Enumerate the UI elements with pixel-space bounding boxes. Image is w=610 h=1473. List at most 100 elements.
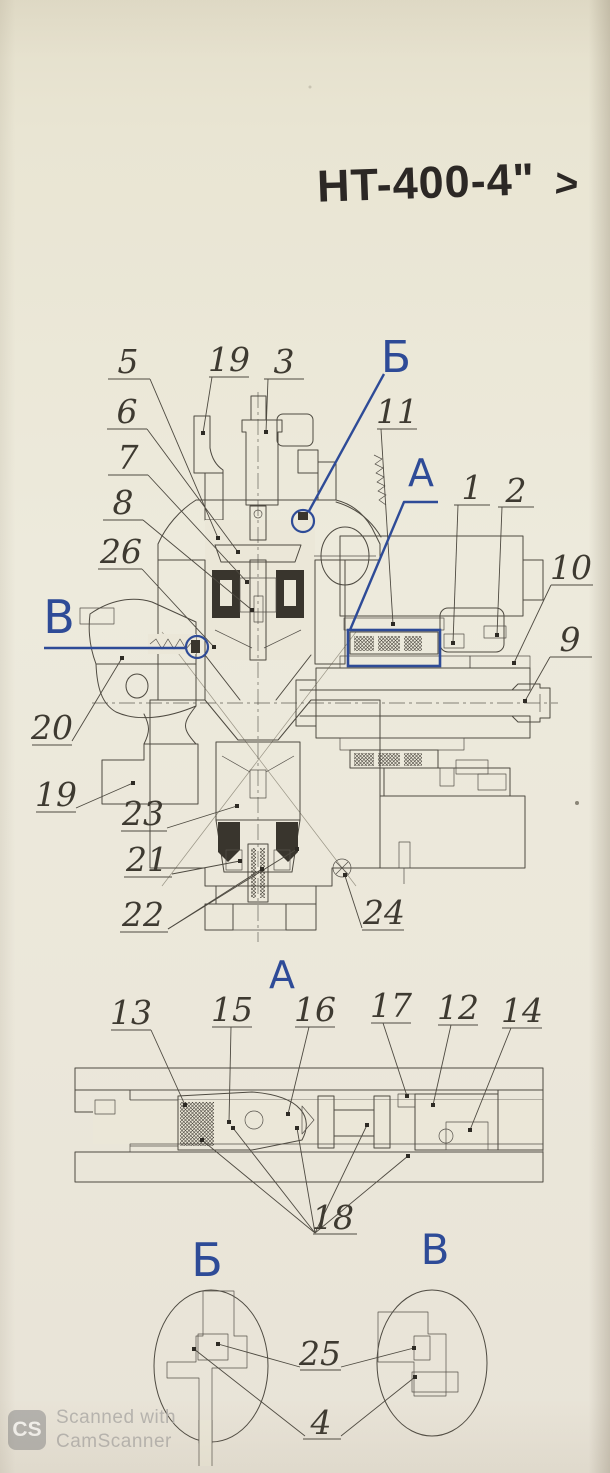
callout-1: 1 xyxy=(451,468,490,645)
section-letter: Б xyxy=(191,1233,223,1287)
callout-number: 23 xyxy=(121,794,164,833)
leader-dot xyxy=(200,1138,204,1142)
callout-number: 4 xyxy=(310,1403,332,1442)
callout-26: 26 xyxy=(98,532,216,649)
callout-23: 23 xyxy=(121,794,239,833)
callout-number: 8 xyxy=(113,483,134,522)
callout-number: 15 xyxy=(211,990,253,1029)
view-label-b-top: Б xyxy=(290,332,411,534)
callout-number: 18 xyxy=(312,1198,354,1237)
callout-number: 12 xyxy=(437,988,479,1027)
callout-11: 11 xyxy=(376,392,418,626)
callout-number: 3 xyxy=(274,342,295,381)
callout-19-bottom: 19 xyxy=(35,775,135,814)
section-letter: В xyxy=(421,1225,450,1274)
detail-a-view xyxy=(74,1067,544,1183)
callout-number: 2 xyxy=(505,471,527,510)
leader-dot xyxy=(512,661,516,665)
leader-dot xyxy=(235,804,239,808)
callout-number: 25 xyxy=(298,1334,341,1373)
callout-number: 24 xyxy=(362,893,405,932)
leader-dot xyxy=(192,1347,196,1351)
callout-18: 18 xyxy=(200,1123,410,1237)
callout-number: 7 xyxy=(118,438,139,477)
view-label-b-title: Б xyxy=(191,1233,223,1287)
view-label-a-marker: А xyxy=(346,451,442,668)
camscanner-watermark: CS Scanned with CamScanner xyxy=(8,1406,176,1454)
leader-dot xyxy=(236,550,240,554)
leader-dot xyxy=(295,847,299,851)
callout-number: 10 xyxy=(550,548,592,587)
leader-dot xyxy=(231,1126,235,1130)
callout-number: 20 xyxy=(30,708,73,747)
callout-10: 10 xyxy=(512,548,593,665)
callout-2: 2 xyxy=(495,471,534,637)
leader-dot xyxy=(451,641,455,645)
callout-25: 25 xyxy=(216,1334,416,1373)
leader-dot xyxy=(212,645,216,649)
leader-dot xyxy=(365,1123,369,1127)
callout-4: 4 xyxy=(192,1347,417,1442)
callout-number: 11 xyxy=(376,392,418,431)
leader-dot xyxy=(295,1126,299,1130)
detail-v-view xyxy=(376,1289,488,1437)
callout-number: 6 xyxy=(117,392,138,431)
callout-number: 21 xyxy=(125,840,168,879)
leader-dot xyxy=(227,1120,231,1124)
callout-number: 22 xyxy=(121,895,164,934)
callout-number: 17 xyxy=(370,986,412,1025)
leader-dot xyxy=(250,608,254,612)
callout-number: 14 xyxy=(501,991,543,1030)
callout-22: 22 xyxy=(120,847,299,934)
leader-dot xyxy=(405,1094,409,1098)
callout-7: 7 xyxy=(108,438,249,584)
detail-b-view xyxy=(153,1289,269,1466)
leader-dot xyxy=(431,1103,435,1107)
callout-19-top: 19 xyxy=(201,340,250,435)
chevron-right-icon: > xyxy=(553,161,580,207)
callout-21: 21 xyxy=(124,840,242,879)
paper-speck xyxy=(308,85,312,89)
callout-number: 13 xyxy=(110,993,152,1032)
leader-dot xyxy=(264,430,268,434)
callout-20: 20 xyxy=(30,656,124,747)
watermark-line2: CamScanner xyxy=(56,1430,172,1452)
watermark-text: Scanned with CamScanner xyxy=(56,1406,176,1454)
paper-speck xyxy=(575,801,579,805)
section-letter: В xyxy=(43,590,75,644)
section-letter: А xyxy=(408,451,434,495)
main-cross-section-view xyxy=(79,392,558,942)
leader-dot xyxy=(412,1346,416,1350)
leader-dot xyxy=(216,1342,220,1346)
callout-3: 3 xyxy=(264,342,304,434)
callout-16: 16 xyxy=(286,990,336,1116)
leader-dot xyxy=(523,699,527,703)
watermark-line1: Scanned with xyxy=(56,1407,177,1428)
callout-number: 1 xyxy=(462,468,483,507)
callout-number: 19 xyxy=(35,775,77,814)
callout-6: 6 xyxy=(107,392,240,554)
leader-dot xyxy=(286,1112,290,1116)
leader-dot xyxy=(406,1154,410,1158)
callout-14: 14 xyxy=(468,991,543,1132)
callout-13: 13 xyxy=(110,993,187,1107)
leader-dot xyxy=(413,1375,417,1379)
leader-dot xyxy=(495,633,499,637)
leader-dot xyxy=(120,656,124,660)
section-letter: А xyxy=(269,953,295,997)
leader-dot xyxy=(216,536,220,540)
callout-12: 12 xyxy=(431,988,479,1107)
leader-dot xyxy=(391,622,395,626)
leader-dot xyxy=(245,580,249,584)
page-title: HT-400-4" xyxy=(316,153,536,212)
leader-dot xyxy=(468,1128,472,1132)
callout-8: 8 xyxy=(103,483,254,612)
callout-24: 24 xyxy=(343,873,405,932)
leader-dot xyxy=(343,873,347,877)
callout-15: 15 xyxy=(211,990,253,1124)
leader-dot xyxy=(260,867,264,871)
leader-dot xyxy=(131,781,135,785)
camscanner-logo-icon: CS xyxy=(8,1409,46,1450)
